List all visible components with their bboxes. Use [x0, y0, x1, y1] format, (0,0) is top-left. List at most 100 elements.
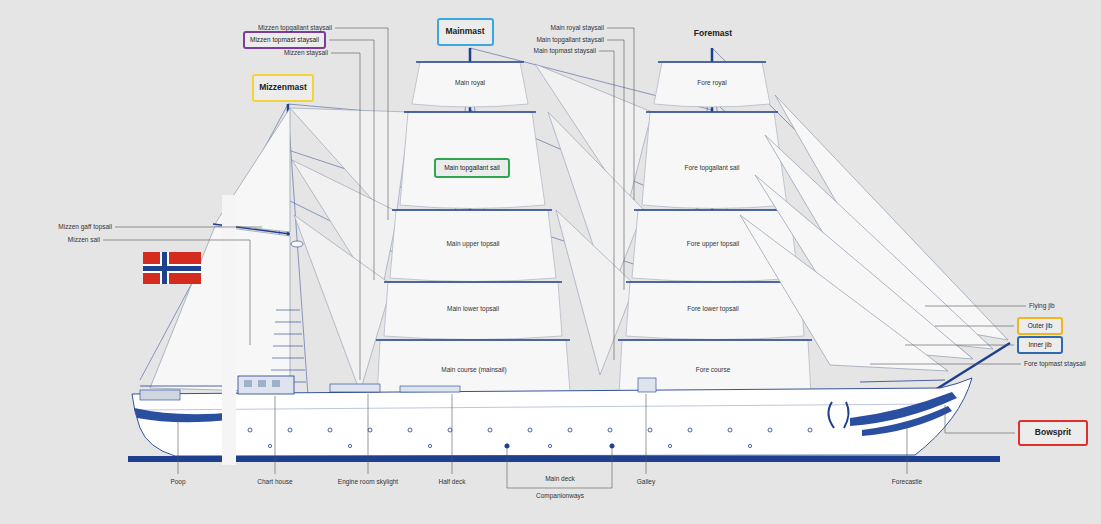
bowsprit [935, 343, 1010, 390]
hull [140, 390, 180, 400]
part-label: Fore lower topsail [687, 305, 738, 312]
hull [850, 392, 957, 426]
part-label: Galley [637, 478, 655, 485]
leader-line [178, 415, 179, 474]
porthole [348, 444, 351, 447]
porthole [428, 444, 431, 447]
porthole [248, 428, 812, 448]
node-text: Mizzen topmast staysail [250, 36, 319, 43]
ratlines [276, 310, 300, 311]
porthole [528, 428, 532, 432]
hull [272, 380, 280, 387]
part-label: Poop [170, 478, 185, 485]
yard [658, 61, 766, 62]
leader-line [925, 306, 1026, 307]
hull [860, 380, 945, 382]
ratlines [274, 334, 302, 335]
porthole [748, 444, 751, 447]
hull [134, 408, 236, 422]
leader-line [103, 240, 250, 345]
square-sail [376, 62, 812, 422]
part-label: Main lower topsail [447, 305, 499, 312]
leader-line [607, 28, 634, 200]
yard [646, 111, 778, 112]
hull [330, 384, 380, 392]
leader-line [331, 53, 360, 380]
porthole [768, 428, 772, 432]
leader-line [945, 405, 1015, 433]
part-label: Mizzen sail [68, 236, 100, 243]
porthole [268, 444, 271, 447]
norwegian-flag [143, 266, 201, 271]
highlight-box: Inner jib [1017, 336, 1063, 354]
node-text: Bowsprit [1035, 428, 1071, 438]
highlight-box: Main topgallant sail [434, 158, 510, 178]
part-label: Main topgallant staysail [536, 36, 604, 43]
yard [376, 339, 570, 340]
norwegian-flag [143, 252, 201, 284]
yard [404, 111, 536, 112]
jib [740, 215, 948, 371]
leader-line [452, 394, 453, 474]
porthole [648, 428, 652, 432]
porthole [808, 428, 812, 432]
porthole [488, 428, 492, 432]
porthole [548, 444, 551, 447]
part-label: Main royal [455, 79, 485, 86]
leader-line [103, 28, 1026, 488]
porthole [448, 428, 452, 432]
porthole [368, 428, 372, 432]
norwegian-flag [143, 264, 201, 273]
norwegian-flag [143, 252, 201, 284]
square-sail [400, 112, 545, 209]
node-text: Mizzenmast [259, 83, 307, 93]
hull [844, 402, 849, 428]
mizzen-sail [150, 226, 290, 392]
part-label: Engine room skylight [338, 478, 398, 485]
leader-line [905, 345, 1014, 346]
hull [244, 380, 252, 387]
hull [258, 380, 266, 387]
part-label: Forecastle [892, 478, 922, 485]
hull [828, 402, 834, 428]
square-sail [384, 282, 562, 340]
porthole [728, 428, 732, 432]
node-text: Mainmast [445, 27, 484, 37]
hull [128, 456, 1000, 462]
yard [634, 209, 794, 210]
leader-line [607, 40, 624, 290]
part-label: Mizzen staysail [284, 49, 328, 56]
bowsprit [935, 343, 1010, 390]
hull [128, 376, 1000, 462]
yard [392, 209, 552, 210]
ratlines [272, 358, 304, 359]
part-label: Main upper topsail [446, 240, 499, 247]
leader-line [870, 364, 1021, 365]
hull [238, 376, 294, 394]
ratlines [273, 346, 303, 347]
mast-box: Mizzenmast [252, 74, 314, 102]
part-label: Main deck [545, 475, 575, 482]
leader-line [115, 227, 262, 228]
rigging [140, 48, 1008, 396]
leader-line [907, 425, 908, 474]
part-label: Main royal staysail [551, 24, 604, 31]
porthole [688, 428, 692, 432]
hull [140, 404, 940, 410]
leader-line [368, 394, 369, 474]
square-sail [654, 62, 770, 107]
leader-line [275, 396, 276, 474]
porthole [608, 428, 612, 432]
porthole [610, 444, 614, 448]
part-label: Flying jib [1029, 302, 1055, 309]
leader-line [507, 449, 612, 488]
part-label: Mizzen gaff topsail [58, 223, 112, 230]
porthole [408, 428, 412, 432]
porthole [328, 428, 332, 432]
porthole [505, 444, 509, 448]
yard [384, 281, 562, 282]
porthole [288, 428, 292, 432]
